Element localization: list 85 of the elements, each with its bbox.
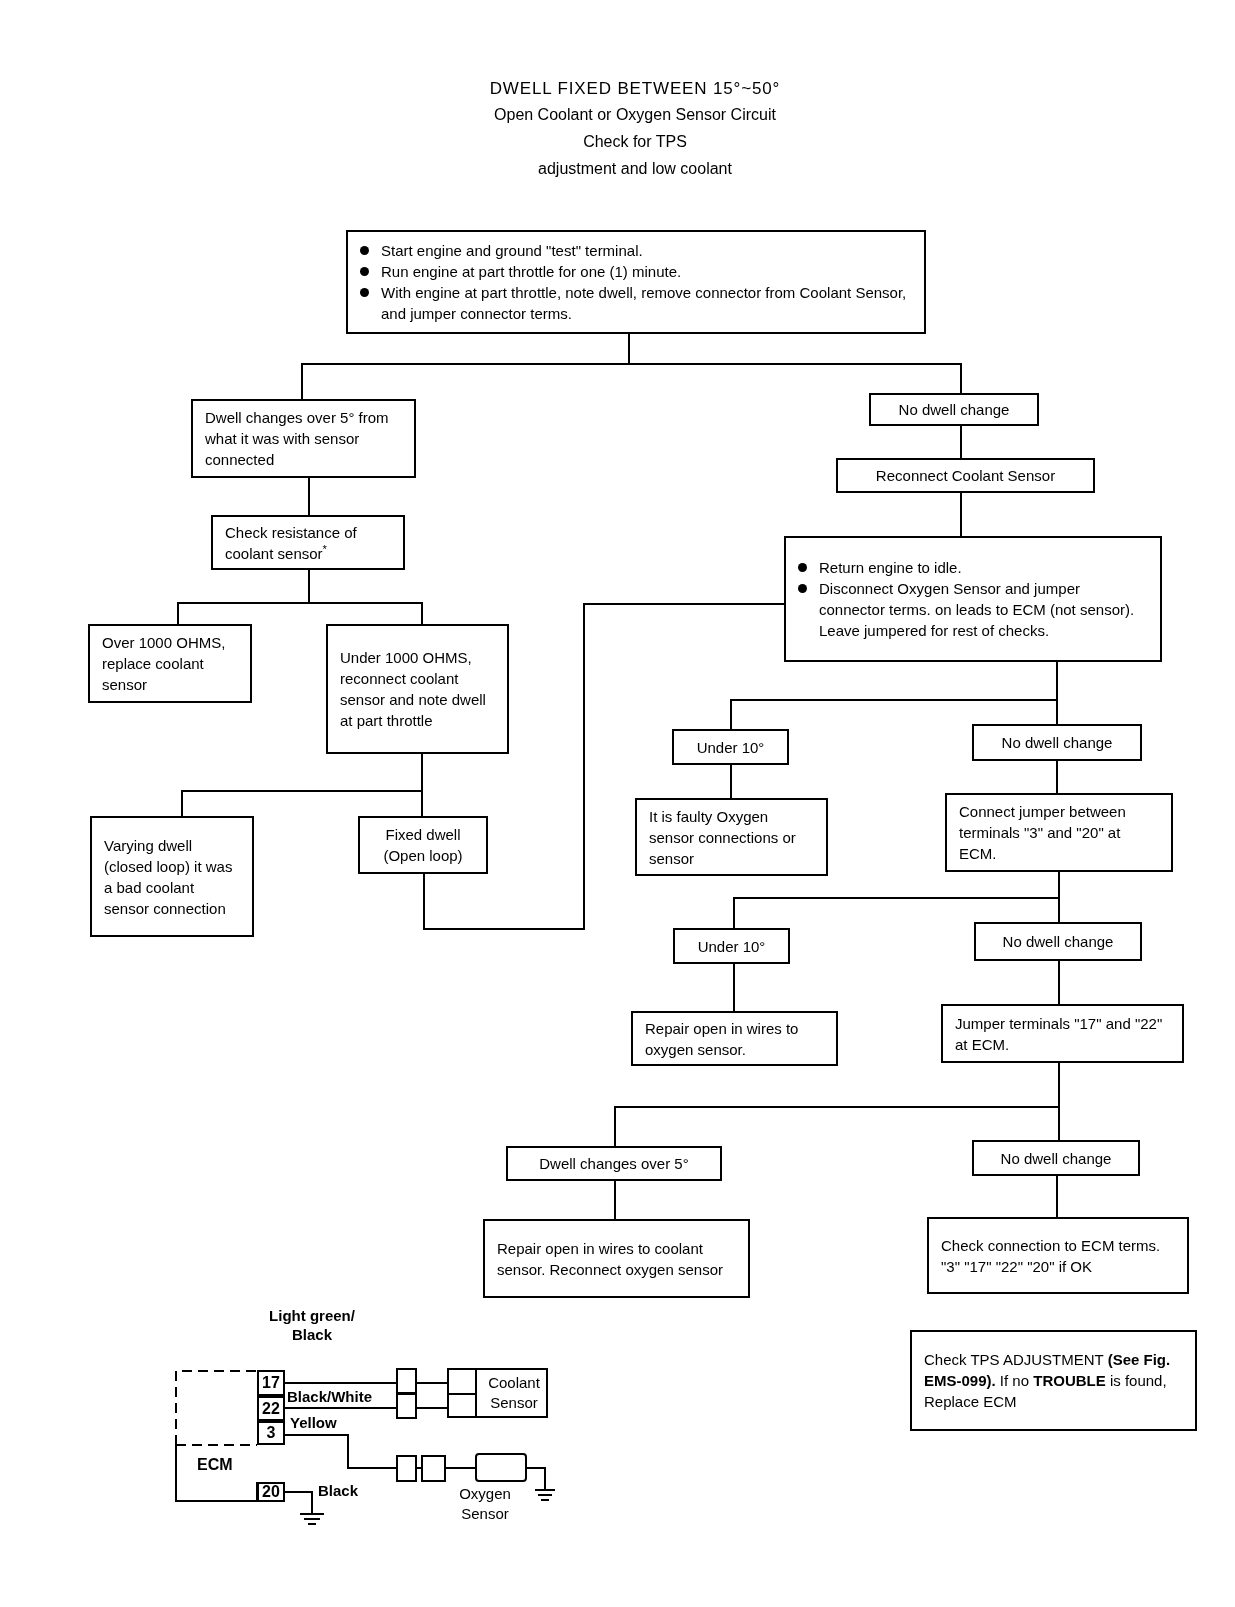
- title: DWELL FIXED BETWEEN 15°~50°: [488, 78, 782, 100]
- step-text: Connect jumper between terminals "3" and "20" at ECM.: [959, 802, 1127, 864]
- step-box: [784, 536, 1162, 662]
- wire-label: Black/White: [287, 1387, 374, 1406]
- step-text: Check connection to ECM terms. "3" "17" "22" "20" if OK: [941, 1235, 1162, 1277]
- connector-line: [733, 963, 735, 1012]
- step-box: [506, 1146, 722, 1181]
- step-box: [672, 729, 789, 765]
- step-text: Disconnect Oxygen Sensor and jumper connector terms. on leads to ECM (not sensor). Leave jumpered for rest of checks.: [819, 579, 1136, 641]
- step-box: [358, 816, 488, 874]
- step-box: [945, 793, 1173, 872]
- step-box: [836, 458, 1095, 493]
- ecm-box: [175, 1370, 285, 1502]
- step-text: Varying dwell (closed loop) it was a bad coolant sensor connection: [104, 835, 234, 919]
- step-text: No dwell change: [1002, 932, 1114, 952]
- connector-line: [1058, 1062, 1060, 1141]
- step-text: Dwell changes over 5° from what it was with sensor connected: [205, 408, 390, 470]
- step-text: Under 10°: [697, 936, 766, 957]
- step-box: [941, 1004, 1184, 1063]
- step-text: Check resistance of coolant sensor$^{*}$: [225, 522, 358, 564]
- step-text: It is faulty Oxygen sensor connections or sensor: [649, 806, 797, 869]
- step-text: Return engine to idle.: [819, 558, 962, 578]
- step-text: Reconnect Coolant Sensor: [875, 466, 1056, 486]
- step-text: Dwell changes over 5°: [539, 1154, 689, 1174]
- step-text: Start engine and ground "test" terminal.: [381, 241, 643, 261]
- connector-line: [960, 425, 962, 459]
- wire-label: Black: [318, 1481, 360, 1500]
- step-box: [211, 515, 405, 570]
- terminal-number: 22: [257, 1396, 285, 1421]
- connector-line: [1058, 960, 1060, 1005]
- sensor-box: [447, 1368, 548, 1418]
- ecm-label: ECM: [197, 1455, 233, 1475]
- step-text: No dwell change: [1001, 733, 1113, 753]
- wire-label: Yellow: [290, 1413, 338, 1432]
- step-box: [927, 1217, 1189, 1294]
- step-text: Jumper terminals "17" and "22" at ECM.: [955, 1013, 1164, 1055]
- connector-line: [1056, 661, 1058, 725]
- sensor-body: [475, 1453, 527, 1482]
- step-box: [326, 624, 509, 754]
- subtitle-text: adjustment and low coolant: [537, 159, 733, 179]
- wire-label: Light green/ Black: [268, 1306, 356, 1344]
- terminal-number: 3: [257, 1421, 285, 1445]
- connector-line: [1056, 1175, 1058, 1218]
- step-box: [346, 230, 926, 334]
- step-box: [483, 1219, 750, 1298]
- sensor-caption: Oxygen Sensor: [458, 1484, 512, 1524]
- step-text: Fixed dwell (Open loop): [382, 825, 464, 866]
- step-box: [673, 928, 790, 964]
- connector-line: [614, 1180, 616, 1220]
- step-box: [972, 724, 1142, 761]
- step-box: [910, 1330, 1197, 1431]
- step-text: Repair open in wires to oxygen sensor.: [645, 1018, 800, 1060]
- step-box: [974, 922, 1142, 961]
- wire: [284, 1407, 448, 1409]
- subtitle-text: Open Coolant or Oxygen Sensor Circuit: [493, 105, 777, 125]
- step-text: Run engine at part throttle for one (1) minute.: [381, 262, 682, 282]
- terminal-number: 20: [257, 1482, 285, 1502]
- connector-line: [730, 764, 732, 799]
- connector-line: [423, 603, 785, 930]
- step-box: [972, 1140, 1140, 1176]
- wire: [284, 1382, 448, 1384]
- step-text: With engine at part throttle, note dwell, remove connector from Coolant Sensor, and jumper connector terms.: [381, 283, 908, 324]
- step-text: Under 1000 OHMS, reconnect coolant sensor and note dwell at part throttle: [340, 648, 487, 731]
- connector-line: [421, 753, 423, 817]
- step-box: [88, 624, 252, 703]
- step-text: No dwell change: [898, 400, 1010, 420]
- step-text: Over 1000 OHMS, replace coolant sensor: [102, 633, 227, 695]
- connector-line: [1058, 871, 1060, 923]
- step-text: No dwell change: [1000, 1148, 1112, 1169]
- step-box: [191, 399, 416, 478]
- step-text: Repair open in wires to coolant sensor. Reconnect oxygen sensor: [497, 1238, 724, 1280]
- sensor-label: Coolant Sensor: [487, 1373, 541, 1413]
- terminal-number: 17: [257, 1370, 285, 1396]
- step-box: [635, 798, 828, 876]
- connector-line: [308, 569, 423, 625]
- connector-line: [308, 477, 310, 516]
- step-box: [631, 1011, 838, 1066]
- wire: [284, 1491, 313, 1515]
- step-text: Under 10°: [696, 737, 765, 758]
- connector-line: [1056, 760, 1058, 794]
- subtitle-text: Check for TPS: [582, 132, 688, 152]
- step-text: Check TPS ADJUSTMENT (See Fig. EMS-099). If no TROUBLE is found, Replace ECM: [924, 1350, 1172, 1412]
- step-box: [90, 816, 254, 937]
- connector-line: [960, 492, 962, 537]
- step-box: [869, 393, 1039, 426]
